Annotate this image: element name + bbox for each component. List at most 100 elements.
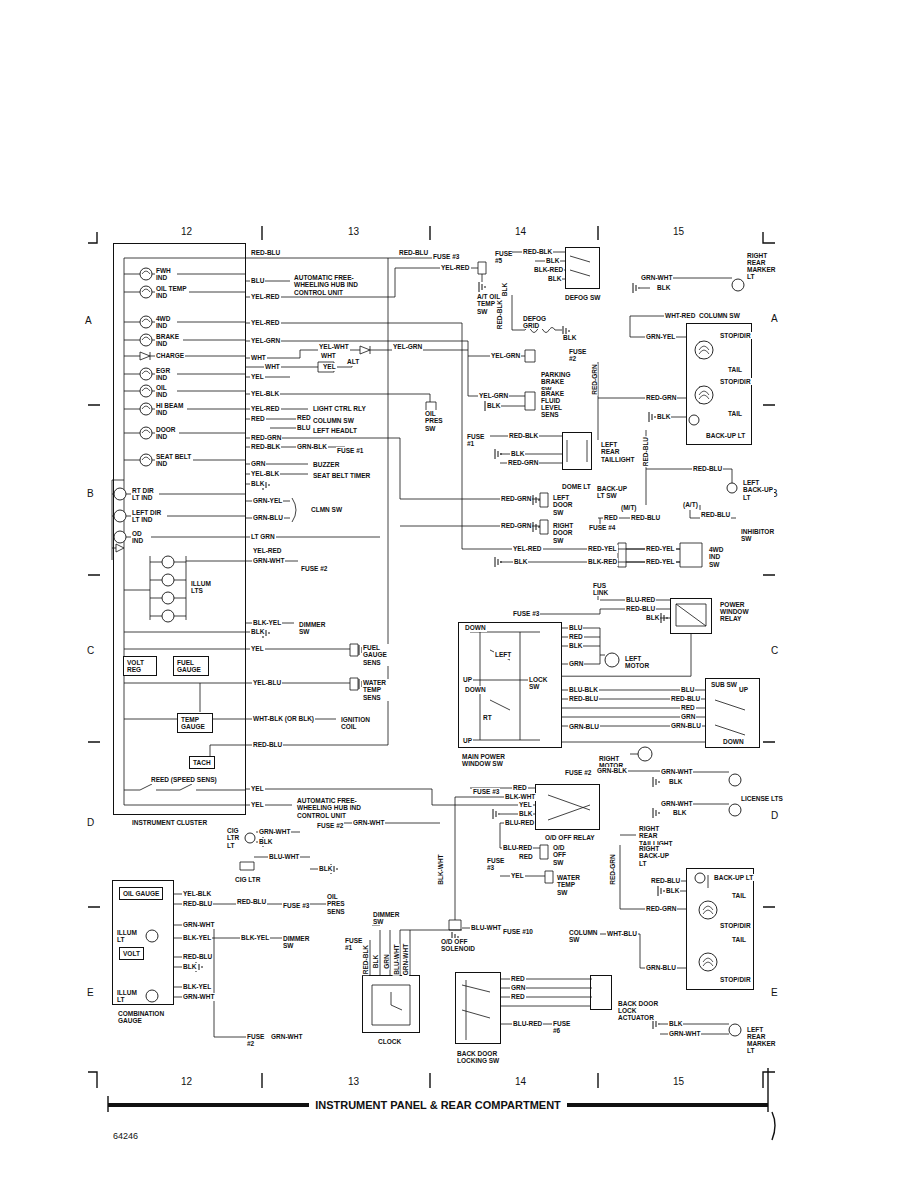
wire-label: FUSE #1 xyxy=(344,937,360,951)
gauge-box: OIL GAUGE xyxy=(119,887,163,900)
wire-label: GRN xyxy=(568,660,584,667)
clock-box: CLOCK xyxy=(362,975,420,1033)
wire-label: RED-BLU xyxy=(642,436,649,467)
grid-reference: E xyxy=(770,987,779,998)
wire-label: RED-YEL xyxy=(645,558,676,565)
wire-label: BLK xyxy=(518,810,533,817)
wire-label: LOCK SW xyxy=(528,676,546,690)
wire-label: BLU-RED xyxy=(502,844,533,851)
wire-label: YEL-WHT xyxy=(318,343,350,350)
wire-label: YEL-BLK xyxy=(250,470,280,477)
wiring-art xyxy=(246,377,540,526)
wire-label: BLU-WHT xyxy=(470,924,502,931)
grid-reference: 14 xyxy=(514,1076,527,1087)
wire-label: RED-BLU xyxy=(670,695,701,702)
wire-label: RED-GRN xyxy=(645,905,677,912)
relay-box: O/D OFF RELAY xyxy=(535,784,600,830)
wire-label: BRAKE IND xyxy=(155,333,183,347)
wiring-art xyxy=(372,985,410,1025)
wire-label: GRN-BLK xyxy=(296,443,328,450)
wire-label: DIMMER SW xyxy=(372,911,398,925)
component-name: COMBINATION GAUGE xyxy=(117,1010,179,1024)
wire-label: HI BEAM IND xyxy=(155,402,187,416)
wire-label: BLK xyxy=(645,614,660,621)
wire-label: 4WD IND SW xyxy=(708,546,732,567)
wire-label: BLK xyxy=(668,1020,683,1027)
wiring-art xyxy=(162,574,174,586)
wire-label: YEL-RED xyxy=(512,545,543,552)
wire-label: GRN-BLU xyxy=(568,723,600,730)
wire-label: FUSE #2 xyxy=(564,769,592,776)
wire-label: BLK xyxy=(547,275,562,282)
wire-label: YEL-GRN xyxy=(392,343,423,350)
component-name: INSTRUMENT CLUSTER xyxy=(131,819,243,826)
wire-label: BLK xyxy=(513,558,528,565)
wiring-art xyxy=(246,258,388,745)
wiring-art xyxy=(495,449,501,459)
wire-label: YEL-RED xyxy=(250,405,281,412)
wiring-art xyxy=(246,268,680,562)
wire-label: (M/T) xyxy=(620,504,638,511)
wiring-art xyxy=(490,362,686,463)
wire-label: RED-BLK xyxy=(496,299,503,330)
grid-reference: C xyxy=(770,645,779,656)
wire-label: LEFT BACK-UP LT xyxy=(742,479,774,500)
wire-label: RED-BLK xyxy=(508,432,539,439)
wire-label: FUEL GAUGE SENS xyxy=(362,644,396,665)
wiring-art xyxy=(88,226,775,1140)
wire-label: UP xyxy=(462,737,473,744)
wire-label: EGR IND xyxy=(155,367,177,381)
wiring-art xyxy=(727,483,737,493)
wire-label: OIL IND xyxy=(155,384,177,398)
wire-label: FUSE #3 xyxy=(432,253,460,260)
component-name: STOP/DIR xyxy=(719,922,752,929)
wire-label: DIMMER SW xyxy=(298,621,326,635)
wire-label: RED-BLU xyxy=(398,249,429,256)
wire-connector xyxy=(501,1006,590,1007)
wiring-art xyxy=(162,556,174,568)
wire-label: RED-YEL xyxy=(645,545,676,552)
wire-label: WHT-BLU xyxy=(606,930,638,937)
wire-label: RED xyxy=(603,514,619,521)
wire-label: GRN-BLU xyxy=(645,964,677,971)
wiring-art xyxy=(618,543,702,567)
wiring-art xyxy=(729,1024,741,1036)
wire-label: RED xyxy=(510,993,526,1000)
component-name: MAIN POWER WINDOW SW xyxy=(461,753,527,767)
wire-label: DOWN xyxy=(464,624,487,631)
wire-label: GRN xyxy=(382,954,389,970)
wire-label: RED xyxy=(250,415,266,422)
wire-label: BLK xyxy=(562,334,577,341)
wiring-art xyxy=(140,385,152,397)
wire-label: FUSE #1 xyxy=(466,433,484,447)
component-name: POWER WINDOW RELAY xyxy=(719,601,761,622)
wire-label: BLK xyxy=(258,838,273,845)
wire-label: REED (SPEED SENS) xyxy=(150,776,218,783)
wire-label: BLK xyxy=(182,963,197,970)
wire-label: BLK xyxy=(486,402,501,409)
wire-label: WATER TEMP SENS xyxy=(362,679,396,700)
wire-label: OIL PRES SENS xyxy=(326,893,352,914)
wire-label: OIL TEMP IND xyxy=(155,285,189,299)
wire-label: WATER TEMP SW xyxy=(556,874,582,895)
wire-label: BACK-UP LT SW xyxy=(596,485,628,499)
wire-label: OIL PRES SW xyxy=(424,410,450,431)
component-name: VOLT REG xyxy=(127,659,153,673)
wiring-art xyxy=(114,531,126,543)
grid-reference: D xyxy=(770,810,779,821)
wire-label: RED-BLK xyxy=(362,944,369,975)
wire-label: RED-BLK xyxy=(250,443,281,450)
wire-label: RED xyxy=(518,853,534,860)
wire-label: WHT-BLK (OR BLK) xyxy=(252,715,315,722)
wire-label: BLU-RED xyxy=(625,596,656,603)
wire-label: O/D OFF SOLENOID xyxy=(440,938,474,952)
wire-label: COLUMN SW xyxy=(568,929,592,943)
grid-reference: C xyxy=(86,645,95,656)
wiring-art xyxy=(653,777,659,787)
wire-label: YEL-GRN xyxy=(478,392,509,399)
wire-label: BLK-YEL xyxy=(240,934,270,941)
wire-label: RED-BLU xyxy=(250,249,281,256)
component-name: VOLT xyxy=(123,950,140,957)
relay-box: POWER WINDOW RELAY xyxy=(670,598,712,634)
